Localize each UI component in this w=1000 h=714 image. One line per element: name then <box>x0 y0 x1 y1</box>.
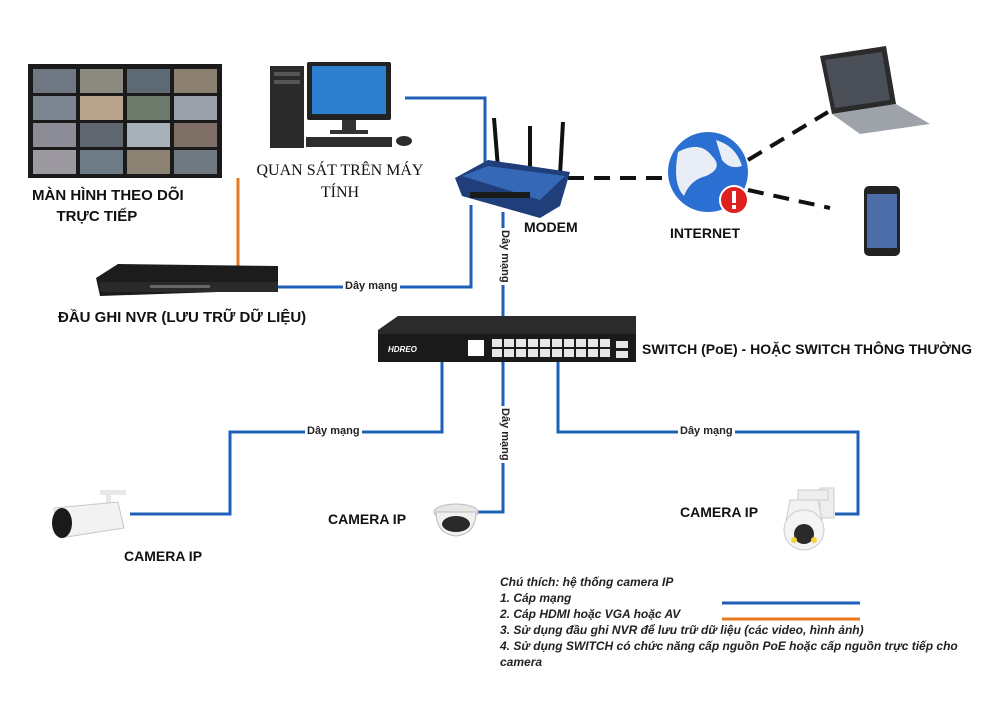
cable-label-switch-cam-center: Dây mạng <box>499 406 511 463</box>
nvr-label: ĐẦU GHI NVR (LƯU TRỮ DỮ LIỆU) <box>58 309 307 326</box>
camera-right-label: CAMERA IP <box>680 504 759 520</box>
computer-label: QUAN SÁT TRÊN MÁY TÍNH <box>250 160 430 204</box>
modem-label: MODEM <box>524 219 578 235</box>
monitor-label: MÀN HÌNH THEO DÕI TRỰC TIẾP <box>32 185 184 227</box>
camera-center-label: CAMERA IP <box>328 511 407 527</box>
switch-brand: HDREO <box>388 345 418 354</box>
monitor-label-line1: MÀN HÌNH THEO DÕI <box>32 187 184 204</box>
monitor-label-line2: TRỰC TIẾP <box>56 208 138 225</box>
cable-switch-cam-right <box>556 358 860 516</box>
legend-item-3: 3. Sử dụng đầu ghi NVR để lưu trữ dữ liệ… <box>500 623 864 637</box>
cable-computer-modem <box>405 96 487 175</box>
camera-left-label: CAMERA IP <box>124 548 203 564</box>
wireless-links <box>568 110 831 210</box>
video-wall-monitor <box>28 64 222 178</box>
cable-label-nvr-modem: Dây mạng <box>343 280 400 292</box>
internet-label: INTERNET <box>670 225 740 241</box>
legend: Chú thích: hệ thống camera IP 1. Cáp mạn… <box>500 574 990 670</box>
ptz-camera <box>783 487 835 551</box>
legend-title: Chú thích: hệ thống camera IP <box>500 575 674 589</box>
smartphone <box>864 186 900 256</box>
cable-label-switch-cam-right: Dây mạng <box>678 425 735 437</box>
legend-item-1: 1. Cáp mạng <box>500 591 572 605</box>
cable-nvr-modem <box>278 205 473 289</box>
desktop-computer <box>270 62 412 148</box>
legend-item-2: 2. Cáp HDMI hoặc VGA hoặc AV <box>500 607 681 621</box>
legend-item-4: 4. Sử dụng SWITCH có chức năng cấp nguồn… <box>500 639 958 669</box>
modem-router <box>455 117 570 218</box>
cable-label-switch-cam-left: Dây mạng <box>305 425 362 437</box>
nvr-recorder <box>96 264 278 296</box>
switch-label: SWITCH (PoE) - HOẶC SWITCH THÔNG THƯỜNG <box>642 341 972 357</box>
computer-label-line1: QUAN SÁT TRÊN MÁY <box>256 162 424 179</box>
poe-switch: HDREO <box>378 316 636 362</box>
computer-label-line2: TÍNH <box>320 184 360 201</box>
cable-switch-cam-left <box>130 358 444 516</box>
cable-label-modem-switch: Dây mạng <box>499 228 511 285</box>
bullet-camera <box>52 490 126 539</box>
laptop <box>820 46 930 134</box>
internet-globe <box>668 132 749 215</box>
dome-camera <box>433 503 479 537</box>
